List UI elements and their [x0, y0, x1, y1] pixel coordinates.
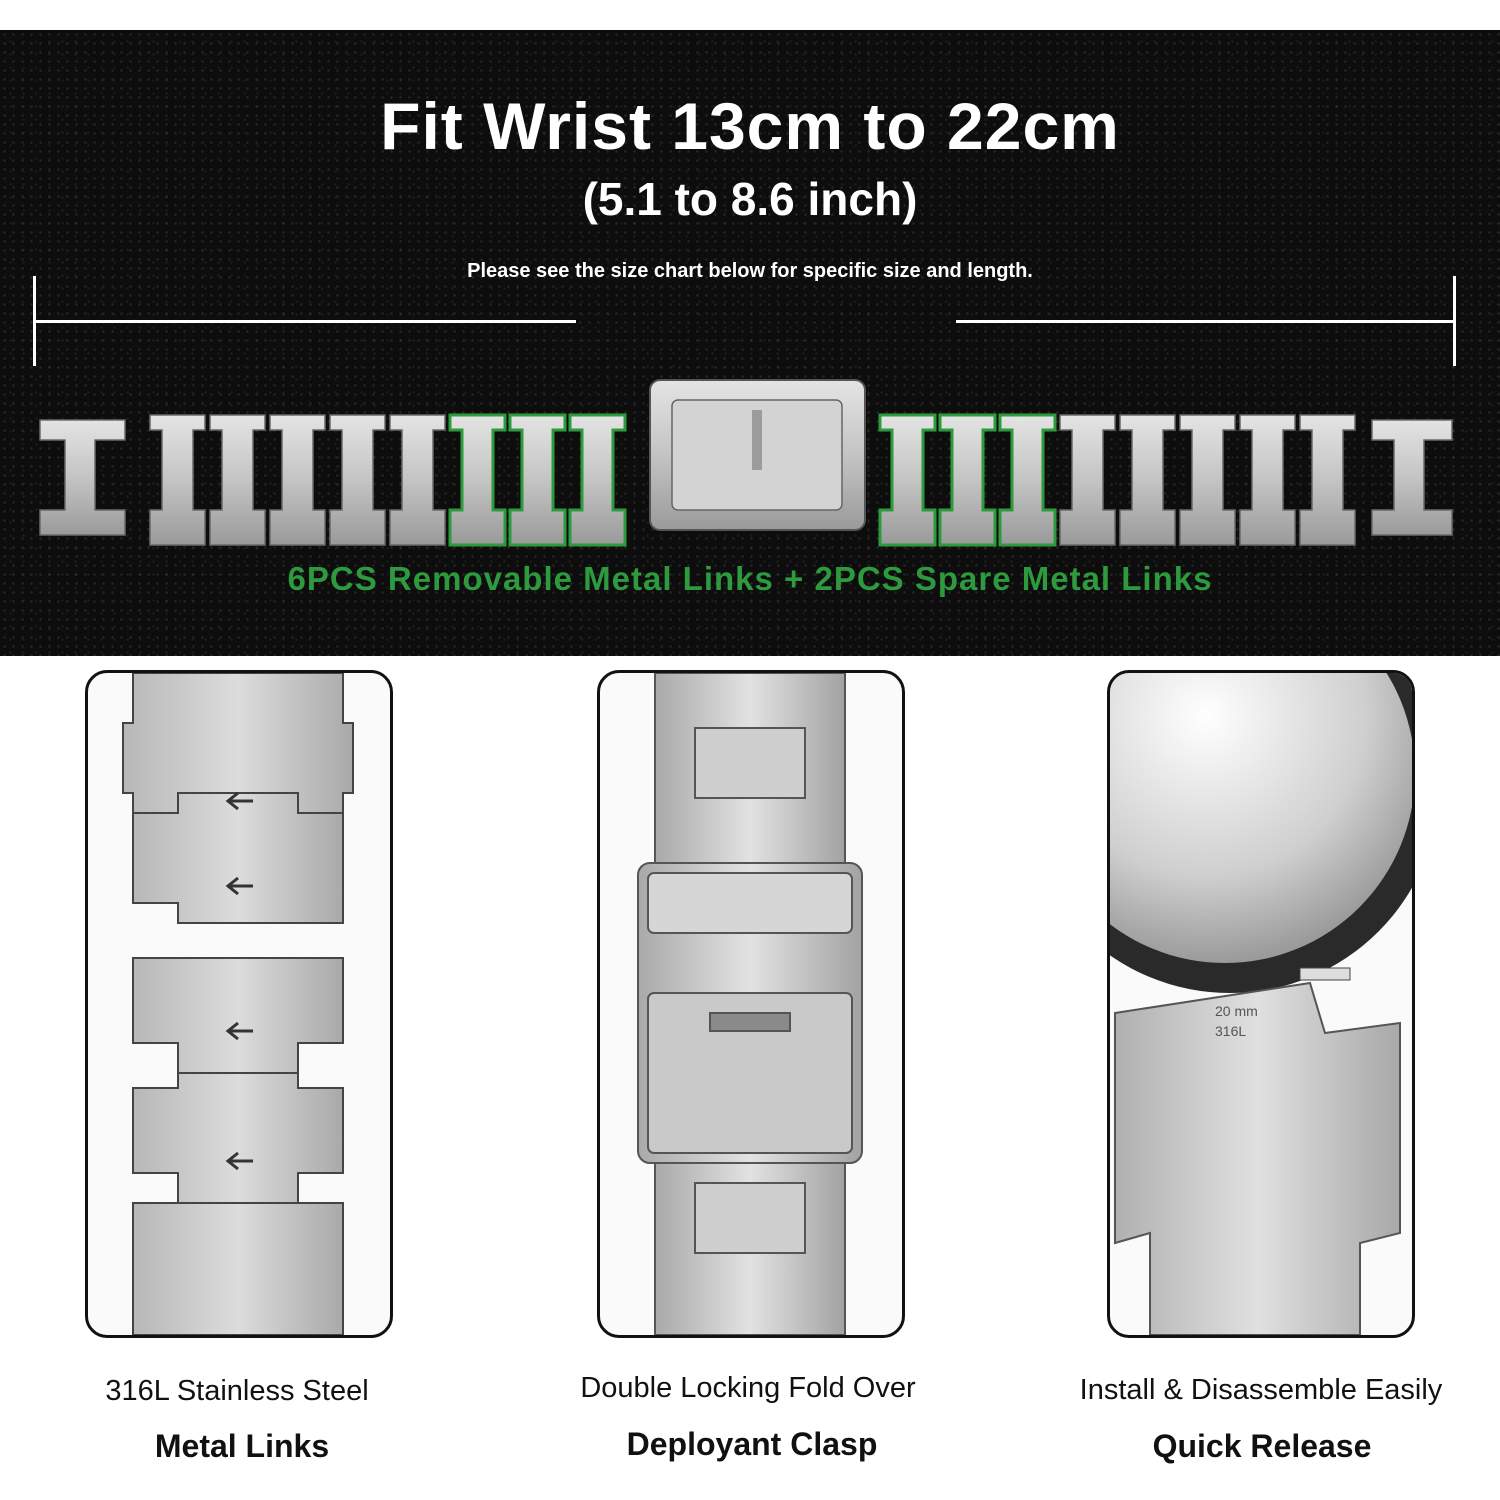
- spare-band-link: [39, 419, 126, 536]
- clasp-icon: [637, 673, 863, 1335]
- dimension-line-left: [36, 320, 576, 323]
- dimension-tick-left: [33, 276, 36, 366]
- band-link: [1179, 414, 1236, 546]
- band-links: [39, 413, 1453, 547]
- dimension-tick-right: [1453, 276, 1456, 366]
- panel-metal-links: [85, 670, 393, 1338]
- feature-1-line2: Metal Links: [154, 1428, 330, 1464]
- band-link: [1119, 414, 1176, 546]
- band-link: [1299, 414, 1356, 546]
- spare-band-link: [1371, 419, 1453, 536]
- engraving-line2: 316L: [1215, 1023, 1246, 1039]
- hero-title: Fit Wrist 13cm to 22cm: [380, 89, 1120, 163]
- metal-links-icon: [122, 673, 354, 1335]
- hero-banner: Fit Wrist 13cm to 22cm (5.1 to 8.6 inch)…: [0, 30, 1500, 656]
- band-link: [568, 413, 627, 547]
- size-chart-note: Please see the size chart below for spec…: [467, 260, 1033, 282]
- band-link: [389, 414, 446, 546]
- band-link: [998, 413, 1057, 547]
- dimension-line-right: [956, 320, 1456, 323]
- band-link: [878, 413, 937, 547]
- band-link: [1059, 414, 1116, 546]
- watch-band-image: [39, 379, 1453, 547]
- links-caption: 6PCS Removable Metal Links + 2PCS Spare …: [287, 560, 1213, 597]
- band-link: [269, 414, 326, 546]
- band-clasp: [649, 379, 866, 531]
- engraving-line1: 20 mm: [1215, 1003, 1258, 1019]
- band-link: [1239, 414, 1296, 546]
- band-link: [329, 414, 386, 546]
- feature-2-line2: Deployant Clasp: [626, 1426, 878, 1462]
- panel-deployant-clasp: [597, 670, 905, 1338]
- panel-quick-release: 20 mm 316L: [1107, 670, 1415, 1338]
- band-link: [209, 414, 266, 546]
- feature-1-line1: 316L Stainless Steel: [105, 1375, 369, 1407]
- band-link: [448, 413, 507, 547]
- feature-3-line2: Quick Release: [1152, 1428, 1372, 1464]
- band-link: [149, 414, 206, 546]
- feature-3-line1: Install & Disassemble Easily: [1079, 1374, 1443, 1406]
- feature-2-line1: Double Locking Fold Over: [580, 1372, 916, 1404]
- band-link: [508, 413, 567, 547]
- quick-release-icon: 20 mm 316L: [1110, 673, 1412, 1335]
- band-link: [938, 413, 997, 547]
- hero-subtitle: (5.1 to 8.6 inch): [582, 173, 918, 225]
